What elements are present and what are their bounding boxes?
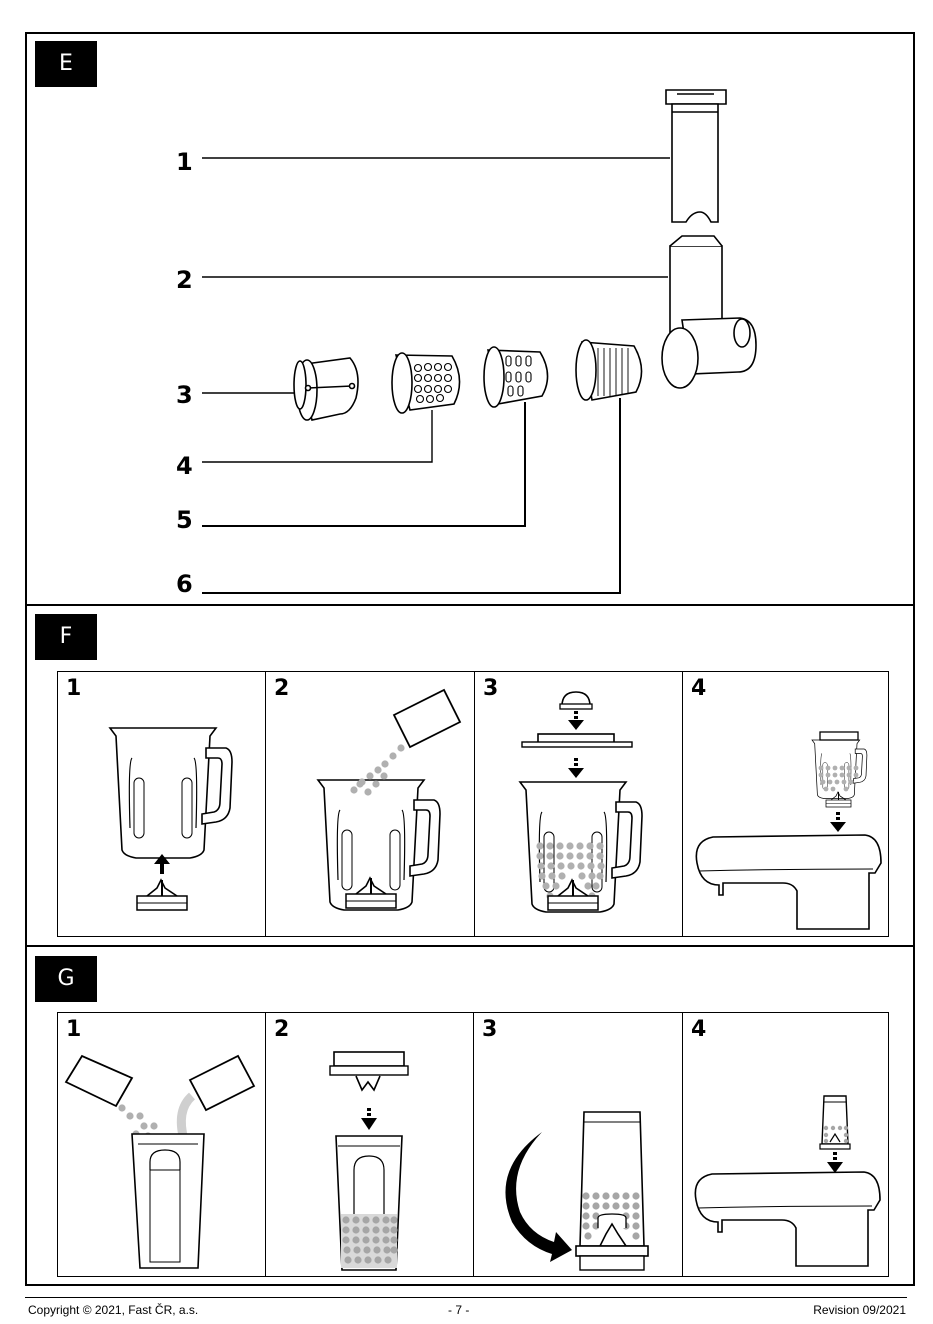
footer-rule xyxy=(25,1297,907,1298)
footer-page-number: - 7 - xyxy=(448,1303,469,1317)
bottle-icon xyxy=(820,1096,850,1149)
arrow-icon xyxy=(827,1152,843,1173)
footer-copyright: Copyright © 2021, Fast ČR, a.s. xyxy=(28,1303,198,1317)
arrow-icon xyxy=(505,1132,572,1262)
bottle-icon xyxy=(132,1134,204,1268)
blade-unit-icon xyxy=(330,1052,408,1090)
mixer-base-icon xyxy=(695,1172,880,1266)
footer-revision: Revision 09/2021 xyxy=(813,1303,906,1317)
arrow-icon xyxy=(361,1108,377,1130)
